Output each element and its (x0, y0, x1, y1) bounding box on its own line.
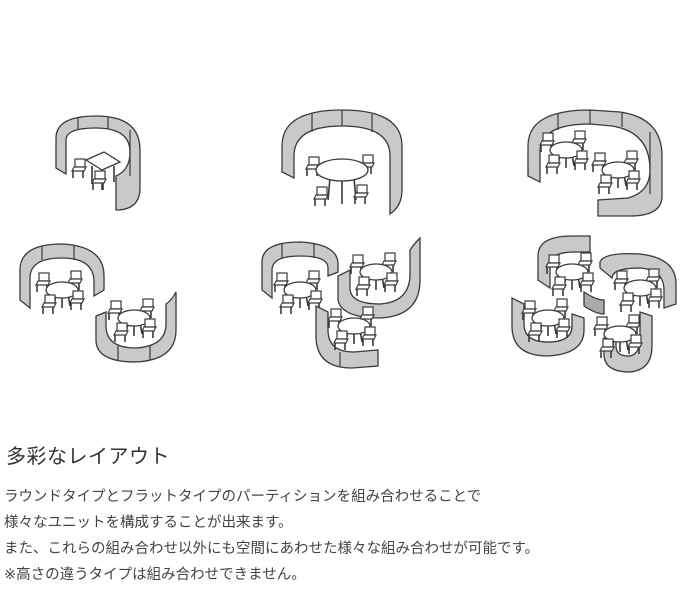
layout-pinwheel-four (511, 235, 677, 373)
description-line: 様々なユニットを構成することが出来ます。 (4, 515, 293, 531)
description: ラウンドタイプとフラットタイプのパーティションを組み合わせることで 様々なユニッ… (4, 484, 696, 588)
layout-single-square (55, 115, 141, 211)
layout-s-curve-two (19, 243, 177, 363)
description-line: また、これらの組み合わせ以外にも空間にあわせた様々な組み合わせが可能です。 (4, 541, 540, 557)
layout-double-oval (527, 109, 663, 217)
description-line: ラウンドタイプとフラットタイプのパーティションを組み合わせることで (4, 489, 482, 505)
layout-illustrations (19, 109, 677, 373)
section-heading: 多彩なレイアウト (6, 444, 170, 468)
layout-single-round (281, 109, 403, 216)
layout-s-curve-three (261, 236, 421, 369)
description-note: ※高さの違うタイプは組み合わせできません。 (4, 567, 306, 583)
